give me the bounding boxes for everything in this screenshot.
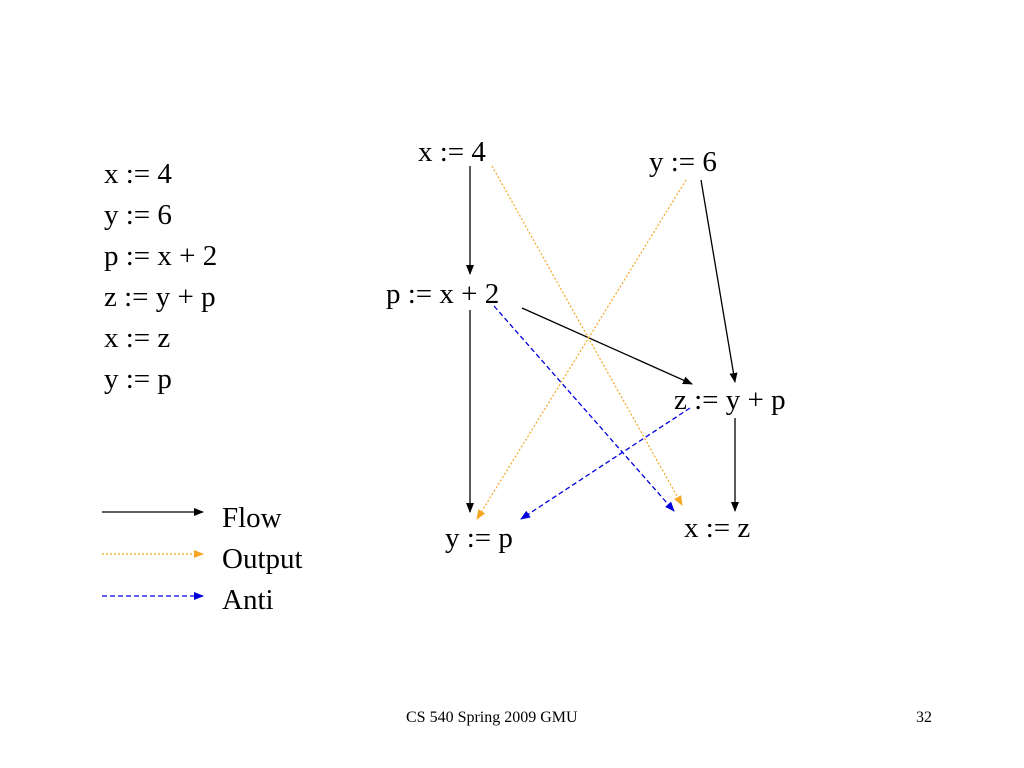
code-line: x := z <box>104 322 171 354</box>
code-line: y := 6 <box>104 199 172 231</box>
node-y-assign-p: y := p <box>445 522 513 554</box>
flow-edge-y6-to-z <box>700 179 738 383</box>
output-edge-y6-to-yp <box>476 179 687 520</box>
flow-edge-p-to-z <box>521 307 693 385</box>
legend-anti-label: Anti <box>222 584 274 616</box>
code-line: y := p <box>104 363 172 395</box>
output-edge-x4-to-xz <box>491 165 683 506</box>
anti-edge-p-to-xz <box>493 305 675 512</box>
legend-output-label: Output <box>222 543 303 575</box>
code-line: z := y + p <box>104 281 216 313</box>
node-p-assign: p := x + 2 <box>386 278 500 310</box>
code-listing: x := 4 y := 6 p := x + 2 z := y + p x :=… <box>104 154 217 400</box>
node-x-assign-4: x := 4 <box>418 136 486 168</box>
footer-course-label: CS 540 Spring 2009 GMU <box>406 709 578 726</box>
legend-flow-label: Flow <box>222 502 282 534</box>
node-x-assign-z: x := z <box>684 512 751 544</box>
node-y-assign-6: y := 6 <box>649 146 717 178</box>
slide-number: 32 <box>916 709 932 726</box>
code-line: p := x + 2 <box>104 240 218 272</box>
code-line: x := 4 <box>104 158 172 190</box>
node-z-assign: z := y + p <box>674 384 786 416</box>
anti-edge-z-to-yp <box>520 407 691 520</box>
